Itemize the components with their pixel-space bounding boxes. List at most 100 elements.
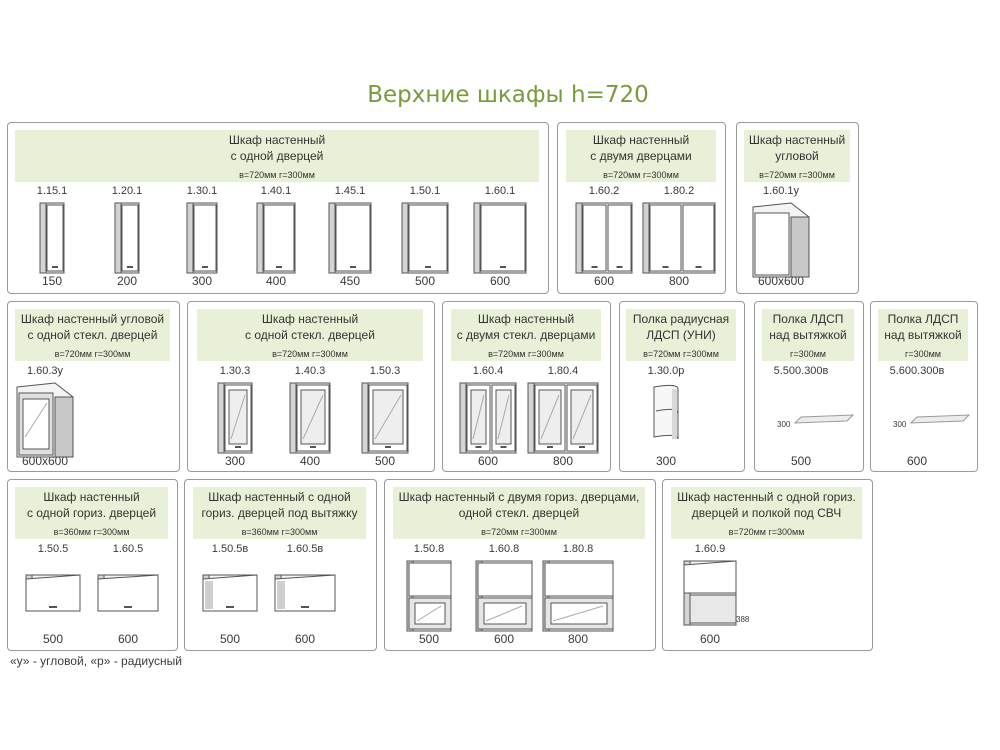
item-size: 600 [593, 274, 615, 288]
cabinet-drawing [652, 381, 688, 447]
item-code: 1.15.1 [36, 185, 68, 197]
cabinet-drawing [458, 381, 526, 461]
group-title-line2: гориз. дверцей под вытяжку [201, 506, 358, 520]
item-code: 1.50.5в [211, 543, 249, 555]
item-size: 400 [265, 274, 287, 288]
item-code: 5.600.300в [889, 365, 945, 377]
group-title-line2: дверцей и полкой под СВЧ [691, 506, 842, 520]
cabinet-drawing [541, 559, 623, 639]
item-code: 1.60.5 [112, 543, 144, 555]
group-title-line2: ЛДСП (УНИ) [646, 328, 716, 342]
item-code: 1.80.2 [663, 185, 695, 197]
group-title-line2: над вытяжкой [884, 328, 962, 342]
group-title-line2: с одной стекл. дверцей [27, 328, 158, 342]
group-title-line2: одной стекл. дверцей [458, 506, 580, 520]
legend-note: «у» - угловой, «р» - радиусный [10, 654, 182, 668]
item-size: 500 [374, 454, 396, 468]
group-title-line2: с двумя стекл. дверцами [456, 328, 596, 342]
group-title-line1: Шкаф настенный [261, 312, 359, 326]
cabinet-drawing [682, 559, 746, 633]
cabinet-drawing [791, 411, 863, 435]
item-code: 5.500.300в [773, 365, 829, 377]
cabinet-drawing [400, 201, 458, 281]
item-code: 1.30.1 [186, 185, 218, 197]
cabinet-drawing [472, 201, 536, 281]
group-dimensions: в=720мм г=300мм [759, 170, 835, 180]
item-size: 600 [489, 274, 511, 288]
cabinet-drawing [574, 201, 642, 281]
group-dimensions: г=300мм [905, 349, 941, 359]
group-header: Шкаф настенный с одной гориз. дверцей в=36… [15, 487, 168, 539]
cabinet-drawing [96, 573, 168, 619]
item-code: 1.45.1 [334, 185, 366, 197]
group-header: Шкаф настенный с одной гориз.дверцей и п… [671, 487, 862, 539]
item-size: 500 [414, 274, 436, 288]
page-title: Верхние шкафы h=720 [367, 82, 649, 108]
item-code: 1.30.3 [219, 365, 251, 377]
cabinet-drawing [273, 573, 345, 619]
item-code: 1.20.1 [111, 185, 143, 197]
item-code: 1.60.8 [488, 543, 520, 555]
item-code: 1.60.2 [588, 185, 620, 197]
group-title-line1: Шкаф настенный [748, 133, 846, 147]
group-title-line2: с одной дверцей [230, 149, 324, 163]
cabinet-drawing [327, 201, 381, 281]
cabinet-drawing [360, 381, 418, 461]
group-dimensions: в=720мм г=300мм [272, 349, 348, 359]
group-dimensions: в=720мм г=300мм [603, 170, 679, 180]
group-title-line1: Шкаф настенный [43, 490, 140, 504]
group-title-line1: Полка ЛДСП [772, 312, 844, 326]
cabinet-drawing [113, 201, 149, 281]
group-header: Шкаф настенный с одной дверцей в=720мм г=3… [15, 130, 539, 182]
group-header: Шкаф настенный угловой в=720мм г=300мм [744, 130, 850, 182]
group-title-line1: Полка ЛДСП [887, 312, 959, 326]
item-size: 400 [299, 454, 321, 468]
group-title-line1: Шкаф настенный с одной [208, 490, 351, 504]
item-code: 1.60.3у [26, 365, 64, 377]
group-header: Шкаф настенный с двумя стекл. дверцами в=7… [451, 309, 601, 361]
item-size: 200 [116, 274, 138, 288]
group-dimensions: в=720мм г=300мм [488, 349, 564, 359]
item-size: 500 [42, 632, 64, 646]
item-size: 500 [219, 632, 241, 646]
item-code: 1.40.1 [260, 185, 292, 197]
cabinet-drawing [907, 411, 979, 435]
cabinet-drawing [526, 381, 608, 461]
item-size: 800 [567, 632, 589, 646]
group-title-line2: угловой [775, 149, 819, 163]
group-dimensions: в=720мм г=300мм [643, 349, 719, 359]
group-title-line2: с одной гориз. дверцей [26, 506, 157, 520]
item-size: 600 [477, 454, 499, 468]
group-title-line1: Шкаф настенный [477, 312, 575, 326]
group-title-line1: Шкаф настенный [228, 133, 326, 147]
item-size: 600 [493, 632, 515, 646]
item-code: 1.50.5 [37, 543, 69, 555]
cabinet-drawing [38, 201, 74, 281]
group-header: Шкаф настенный с одной гориз. дверцей под… [193, 487, 366, 539]
group-header: Шкаф настенный с двумя гориз. дверцами,о… [393, 487, 645, 539]
item-size: 600 [294, 632, 316, 646]
item-size: 450 [339, 274, 361, 288]
item-size: 600 [699, 632, 721, 646]
item-code: 1.60.4 [472, 365, 504, 377]
item-size: 600 [906, 454, 928, 468]
item-size: 800 [668, 274, 690, 288]
item-size: 300 [224, 454, 246, 468]
depth-label: 388 [736, 615, 750, 624]
group-dimensions: в=360мм г=300мм [53, 527, 130, 537]
cabinet-drawing [24, 573, 90, 619]
item-code: 1.50.1 [409, 185, 441, 197]
cabinet-drawing [641, 201, 725, 281]
cabinet-drawing [751, 201, 819, 285]
group-dimensions: в=720мм г=300мм [481, 527, 557, 537]
group-dimensions: в=720мм г=300мм [728, 527, 805, 537]
cabinet-drawing [201, 573, 267, 619]
group-dimensions: в=720мм г=300мм [239, 170, 315, 180]
item-code: 1.60.9 [694, 543, 726, 555]
cabinet-drawing [185, 201, 227, 281]
item-code: 1.40.3 [294, 365, 326, 377]
item-code: 1.60.5в [286, 543, 324, 555]
group-title-line2: с двумя дверцами [590, 149, 692, 163]
